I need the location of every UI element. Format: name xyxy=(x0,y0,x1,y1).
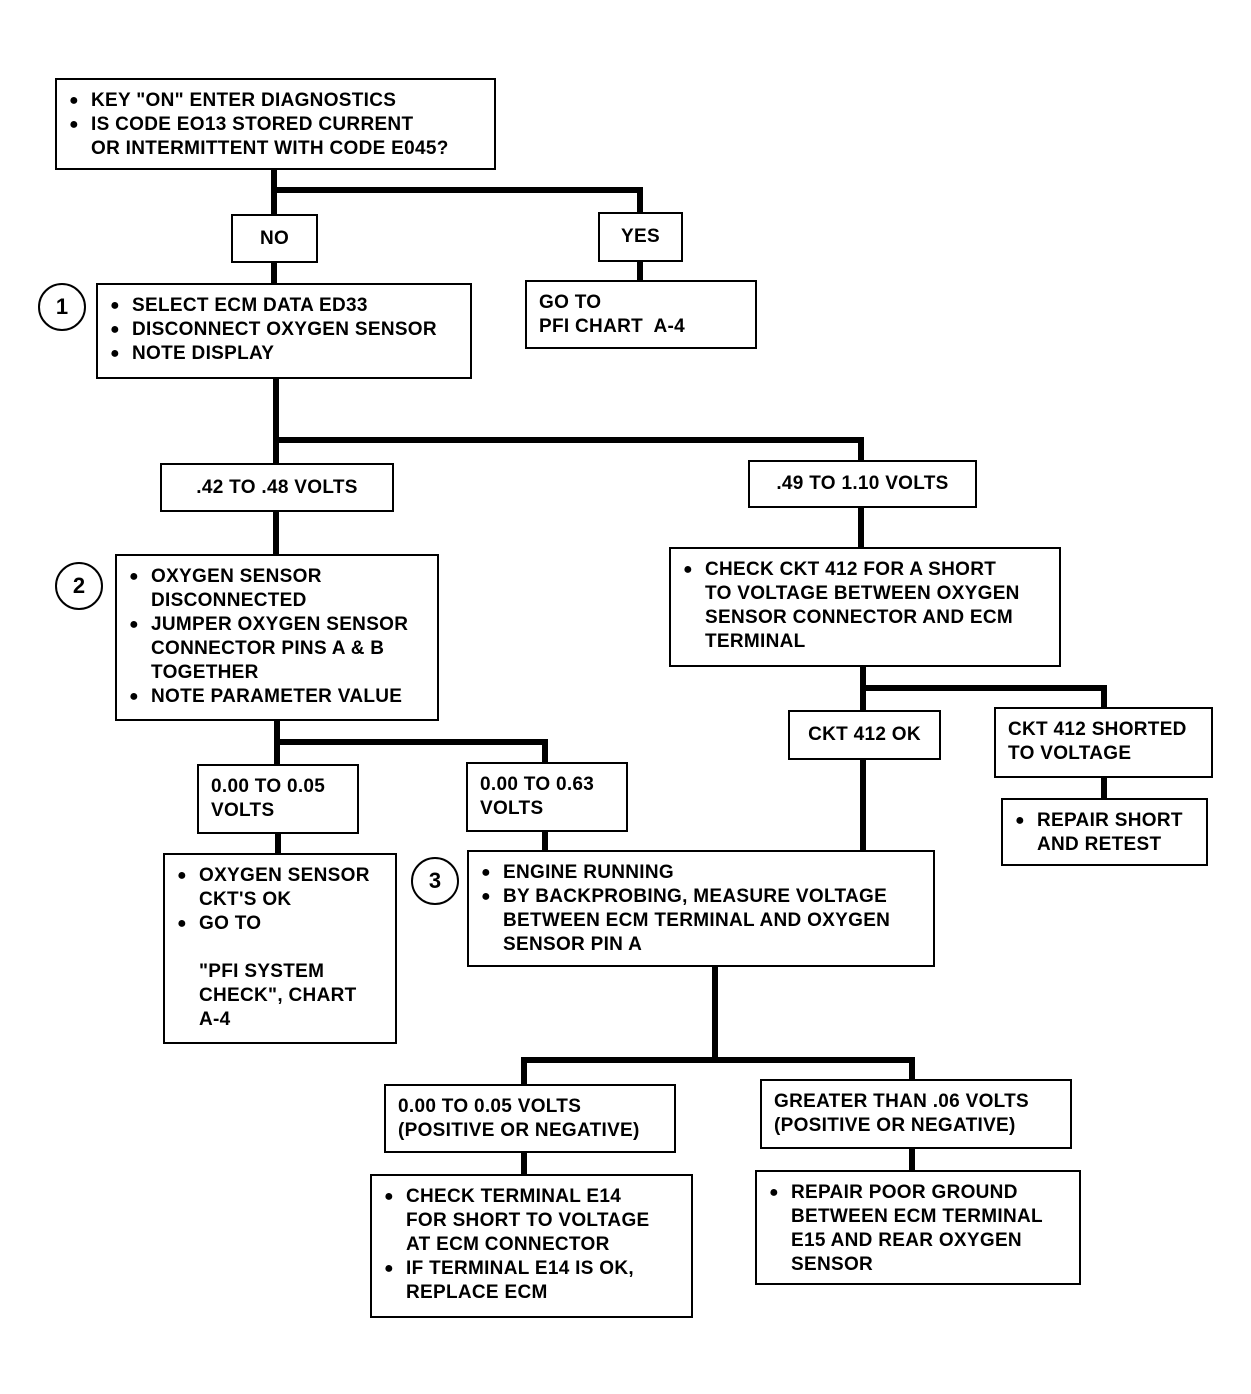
final-high-item: ● REPAIR POOR GROUND BETWEEN ECM TERMINA… xyxy=(769,1182,1043,1275)
branch-yes-box: YES xyxy=(598,212,683,262)
result-high-box: GREATER THAN .06 VOLTS (POSITIVE OR NEGA… xyxy=(760,1079,1072,1149)
sensor-ok-item-2: ● GO TO "PFI SYSTEM CHECK", CHART A-4 xyxy=(177,913,357,1030)
step1-box: ● SELECT ECM DATA ED33 ● DISCONNECT OXYG… xyxy=(96,283,472,379)
step2-item-3: ● NOTE PARAMETER VALUE xyxy=(129,686,403,707)
step1-item-2: ● DISCONNECT OXYGEN SENSOR xyxy=(110,319,437,340)
step2-item-2: ● JUMPER OXYGEN SENSOR CONNECTOR PINS A … xyxy=(129,614,409,683)
bullet-icon: ● xyxy=(110,321,120,338)
final-low-box: ● CHECK TERMINAL E14 FOR SHORT TO VOLTAG… xyxy=(370,1174,693,1318)
repair-short-item: ● REPAIR SHORT AND RETEST xyxy=(1015,810,1183,855)
start-item-1: ● KEY "ON" ENTER DIAGNOSTICS xyxy=(69,90,397,111)
range-low-box: .42 TO .48 VOLTS xyxy=(160,463,394,512)
step3-item-1: ● ENGINE RUNNING xyxy=(481,862,674,883)
step2-item-1: ● OXYGEN SENSOR DISCONNECTED xyxy=(129,566,322,611)
bullet-icon: ● xyxy=(177,867,187,884)
volts-a-box: 0.00 TO 0.05 VOLTS xyxy=(197,764,359,834)
bullet-icon: ● xyxy=(481,888,491,905)
step3-item-2: ● BY BACKPROBING, MEASURE VOLTAGE BETWEE… xyxy=(481,886,891,955)
step-1-marker: 1 xyxy=(38,283,86,331)
bullet-icon: ● xyxy=(69,116,79,133)
repair-short-box: ● REPAIR SHORT AND RETEST xyxy=(1001,798,1208,866)
branch-no-label: NO xyxy=(259,227,290,249)
final-low-item-1: ● CHECK TERMINAL E14 FOR SHORT TO VOLTAG… xyxy=(384,1186,650,1255)
final-high-box: ● REPAIR POOR GROUND BETWEEN ECM TERMINA… xyxy=(755,1170,1081,1285)
step1-item-1: ● SELECT ECM DATA ED33 xyxy=(110,295,368,316)
bullet-icon: ● xyxy=(481,864,491,881)
bullet-icon: ● xyxy=(384,1260,394,1277)
sensor-ok-box: ● OXYGEN SENSOR CKT'S OK ● GO TO "PFI SY… xyxy=(163,853,397,1044)
bullet-icon: ● xyxy=(110,297,120,314)
final-low-item-2: ● IF TERMINAL E14 IS OK, REPLACE ECM xyxy=(384,1258,634,1303)
result-low-box: 0.00 TO 0.05 VOLTS (POSITIVE OR NEGATIVE… xyxy=(384,1084,676,1153)
sensor-ok-item-1: ● OXYGEN SENSOR CKT'S OK xyxy=(177,865,370,910)
volts-b-box: 0.00 TO 0.63 VOLTS xyxy=(466,762,628,832)
step3-box: ● ENGINE RUNNING ● BY BACKPROBING, MEASU… xyxy=(467,850,935,967)
bullet-icon: ● xyxy=(129,568,139,585)
start-item-2: ● IS CODE EO13 STORED CURRENT OR INTERMI… xyxy=(69,114,449,159)
step-3-marker: 3 xyxy=(411,857,459,905)
check-ckt412-item: ● CHECK CKT 412 FOR A SHORT TO VOLTAGE B… xyxy=(683,559,1020,652)
bullet-icon: ● xyxy=(683,561,693,578)
check-ckt412-box: ● CHECK CKT 412 FOR A SHORT TO VOLTAGE B… xyxy=(669,547,1061,667)
start-box: ● KEY "ON" ENTER DIAGNOSTICS ● IS CODE E… xyxy=(55,78,496,170)
step-2-marker: 2 xyxy=(55,562,103,610)
step1-item-3: ● NOTE DISPLAY xyxy=(110,343,275,364)
step2-box: ● OXYGEN SENSOR DISCONNECTED ● JUMPER OX… xyxy=(115,554,439,721)
bullet-icon: ● xyxy=(384,1188,394,1205)
bullet-icon: ● xyxy=(769,1184,779,1201)
bullet-icon: ● xyxy=(110,345,120,362)
bullet-icon: ● xyxy=(177,915,187,932)
ckt412-shorted-box: CKT 412 SHORTED TO VOLTAGE xyxy=(994,707,1213,778)
range-high-box: .49 TO 1.10 VOLTS xyxy=(748,460,977,508)
ckt412-ok-box: CKT 412 OK xyxy=(788,710,941,760)
branch-yes-label: YES xyxy=(621,226,660,247)
bullet-icon: ● xyxy=(69,92,79,109)
yes-result-box: GO TO PFI CHART A-4 xyxy=(525,280,757,349)
branch-no-box: NO xyxy=(231,214,318,263)
bullet-icon: ● xyxy=(129,616,139,633)
bullet-icon: ● xyxy=(1015,812,1025,829)
bullet-icon: ● xyxy=(129,688,139,705)
